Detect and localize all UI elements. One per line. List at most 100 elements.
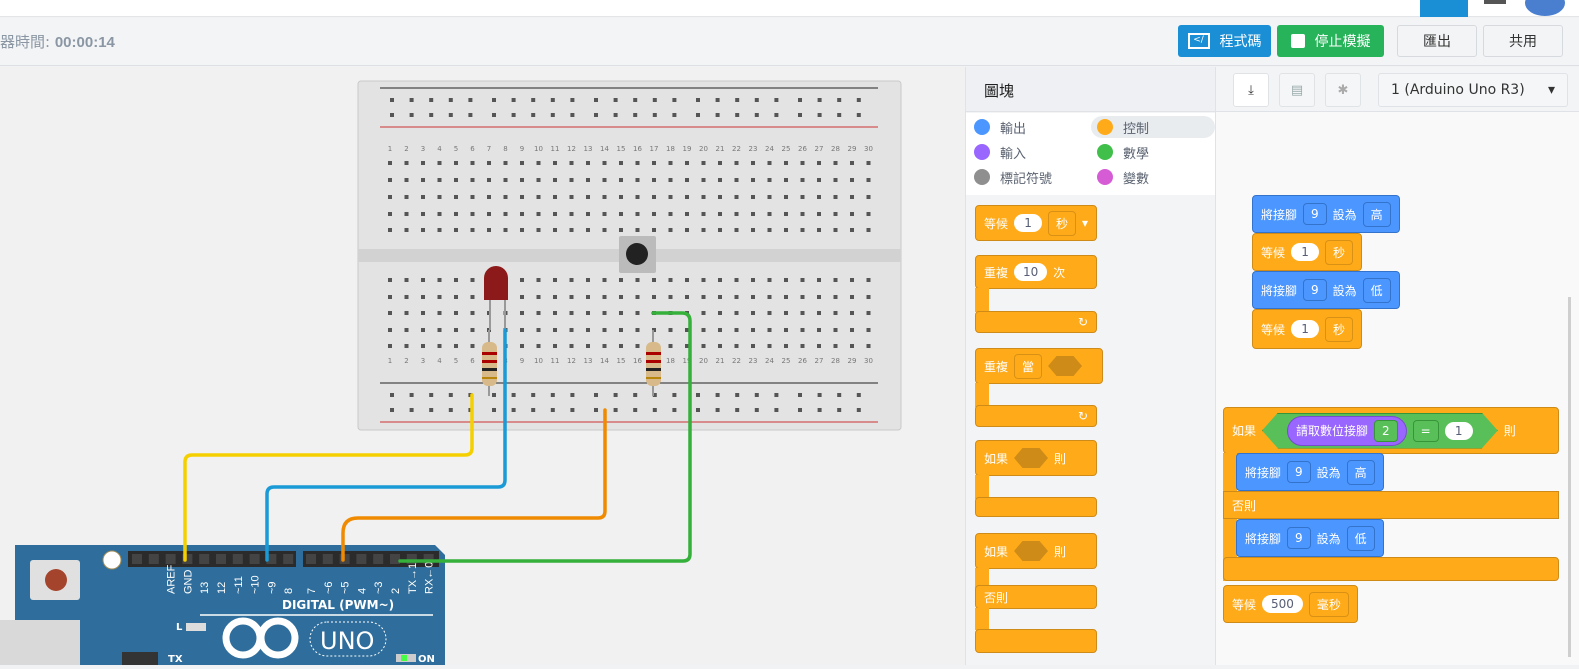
rail-hole[interactable] <box>594 393 598 397</box>
rail-hole[interactable] <box>798 393 802 397</box>
breadboard-hole[interactable] <box>652 295 656 299</box>
rail-hole[interactable] <box>570 113 575 117</box>
rail-hole[interactable] <box>837 98 842 102</box>
red-led[interactable] <box>484 266 508 300</box>
breadboard-hole[interactable] <box>421 278 425 282</box>
breadboard-hole[interactable] <box>470 161 475 165</box>
breadboard-hole[interactable] <box>586 311 590 315</box>
rail-hole[interactable] <box>652 113 657 117</box>
breadboard-hole[interactable] <box>388 344 392 348</box>
breadboard-hole[interactable] <box>602 328 607 332</box>
breadboard-hole[interactable] <box>833 161 838 165</box>
breadboard-hole[interactable] <box>536 161 541 165</box>
breadboard-hole[interactable] <box>520 344 524 348</box>
breadboard-hole[interactable] <box>388 328 392 332</box>
breadboard-hole[interactable] <box>701 228 706 232</box>
resistor-1[interactable] <box>482 330 497 396</box>
blue-wire[interactable] <box>265 328 507 562</box>
breadboard-hole[interactable] <box>685 344 689 348</box>
rail-hole[interactable] <box>798 98 802 102</box>
breadboard-hole[interactable] <box>520 278 524 282</box>
breadboard-hole[interactable] <box>421 328 425 332</box>
header-pin[interactable] <box>132 554 142 564</box>
rail-hole[interactable] <box>613 393 618 397</box>
breadboard-hole[interactable] <box>718 328 722 332</box>
rail-hole[interactable] <box>696 98 700 102</box>
breadboard-hole[interactable] <box>536 228 541 232</box>
rail-hole[interactable] <box>774 98 779 102</box>
breadboard-hole[interactable] <box>487 195 491 199</box>
breadboard-hole[interactable] <box>734 344 739 348</box>
breadboard-hole[interactable] <box>850 178 854 182</box>
rail-hole[interactable] <box>468 113 473 117</box>
breadboard-hole[interactable] <box>569 228 574 232</box>
breadboard-hole[interactable] <box>734 295 739 299</box>
breadboard-hole[interactable] <box>866 161 871 165</box>
breadboard-hole[interactable] <box>833 228 838 232</box>
rail-hole[interactable] <box>511 113 516 117</box>
breadboard-hole[interactable] <box>404 212 409 216</box>
header-pin[interactable] <box>306 554 316 564</box>
circuit-view-tab[interactable] <box>1420 0 1468 17</box>
rail-hole[interactable] <box>594 98 598 102</box>
breadboard-hole[interactable] <box>437 212 442 216</box>
breadboard-hole[interactable] <box>850 212 854 216</box>
rail-hole[interactable] <box>696 113 700 117</box>
header-pin[interactable] <box>390 554 400 564</box>
breadboard-hole[interactable] <box>470 178 475 182</box>
breadboard-hole[interactable] <box>404 344 409 348</box>
header-pin[interactable] <box>182 554 193 564</box>
breadboard-hole[interactable] <box>701 161 706 165</box>
breadboard-hole[interactable] <box>404 178 409 182</box>
breadboard-hole[interactable] <box>701 212 706 216</box>
breadboard-hole[interactable] <box>734 311 739 315</box>
breadboard-hole[interactable] <box>784 212 788 216</box>
rail-hole[interactable] <box>429 113 434 117</box>
breadboard-hole[interactable] <box>536 195 541 199</box>
breadboard-hole[interactable] <box>503 161 508 165</box>
breadboard-hole[interactable] <box>619 328 623 332</box>
header-pin[interactable] <box>406 554 417 564</box>
breadboard-hole[interactable] <box>536 344 541 348</box>
breadboard-hole[interactable] <box>454 295 458 299</box>
breadboard-hole[interactable] <box>784 195 788 199</box>
rail-hole[interactable] <box>613 113 618 117</box>
breadboard-hole[interactable] <box>784 228 788 232</box>
breadboard-hole[interactable] <box>503 228 508 232</box>
breadboard-hole[interactable] <box>421 161 425 165</box>
breadboard-hole[interactable] <box>751 311 755 315</box>
code-button[interactable]: </程式碼 <box>1178 25 1271 57</box>
rail-hole[interactable] <box>837 113 842 117</box>
breadboard-hole[interactable] <box>569 278 574 282</box>
rail-hole[interactable] <box>390 98 394 102</box>
breadboard-hole[interactable] <box>652 228 656 232</box>
breadboard-hole[interactable] <box>470 344 475 348</box>
breadboard-hole[interactable] <box>553 195 557 199</box>
breadboard-hole[interactable] <box>586 328 590 332</box>
header-pin[interactable] <box>232 554 243 564</box>
rail-hole[interactable] <box>613 408 618 412</box>
breadboard-hole[interactable] <box>569 212 574 216</box>
rail-hole[interactable] <box>856 98 861 102</box>
breadboard-hole[interactable] <box>421 344 425 348</box>
breadboard-hole[interactable] <box>520 295 524 299</box>
breadboard-hole[interactable] <box>817 161 821 165</box>
breadboard-hole[interactable] <box>421 295 425 299</box>
breadboard-hole[interactable] <box>800 212 805 216</box>
breadboard-hole[interactable] <box>850 278 854 282</box>
rail-hole[interactable] <box>409 98 414 102</box>
breadboard-hole[interactable] <box>602 161 607 165</box>
header-pin[interactable] <box>249 554 260 564</box>
breadboard-hole[interactable] <box>388 295 392 299</box>
breadboard-hole[interactable] <box>586 212 590 216</box>
breadboard-hole[interactable] <box>701 344 706 348</box>
breadboard-hole[interactable] <box>536 328 541 332</box>
rail-hole[interactable] <box>754 408 759 412</box>
breadboard-hole[interactable] <box>718 295 722 299</box>
breadboard-hole[interactable] <box>586 228 590 232</box>
rail-hole[interactable] <box>817 98 822 102</box>
breadboard-hole[interactable] <box>602 212 607 216</box>
breadboard-hole[interactable] <box>833 344 838 348</box>
